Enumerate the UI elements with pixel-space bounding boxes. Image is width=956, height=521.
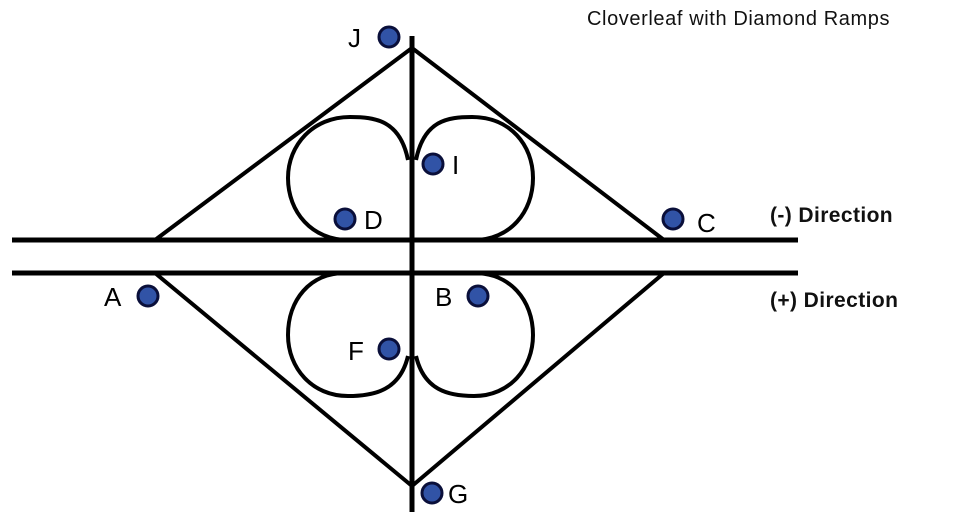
point-C-marker — [661, 207, 685, 231]
point-D-label: D — [364, 205, 383, 235]
point-A-label: A — [104, 282, 122, 312]
diamond-ramp-top — [153, 46, 666, 242]
diamond-ramp-bottom — [153, 271, 666, 488]
loop-ramp-top-right — [414, 114, 536, 242]
diagram-title: Cloverleaf with Diamond Ramps — [587, 8, 891, 30]
point-J-marker — [377, 25, 401, 49]
loop-ramp-bottom-right — [414, 271, 536, 399]
point-B-label: B — [435, 282, 453, 312]
loop-ramp-bottom-left — [285, 271, 410, 399]
direction-positive-label: (+) Direction — [770, 289, 899, 312]
point-C-label: C — [697, 208, 716, 238]
point-B-marker — [466, 284, 490, 308]
point-F-marker — [377, 337, 401, 361]
loop-ramp-top-left — [285, 114, 410, 242]
point-J-label: J — [348, 23, 361, 53]
point-G-marker — [420, 481, 444, 505]
point-A-marker — [136, 284, 160, 308]
point-D-marker — [333, 207, 357, 231]
point-G-label: G — [448, 479, 469, 509]
direction-negative-label: (-) Direction — [770, 204, 894, 227]
point-F-label: F — [348, 336, 364, 366]
point-I-marker — [421, 152, 445, 176]
point-I-label: I — [452, 150, 460, 180]
